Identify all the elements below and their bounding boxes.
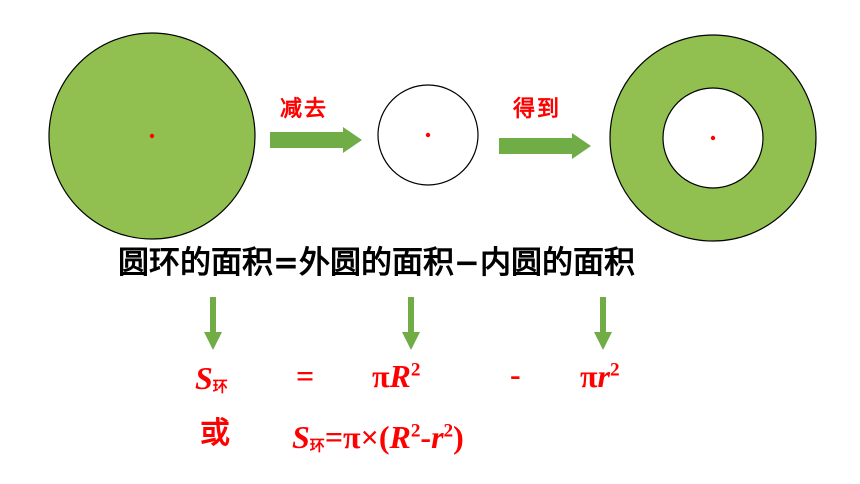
inner-circle-center xyxy=(425,132,431,138)
alt-close: ) xyxy=(453,419,464,455)
small-r: r xyxy=(431,419,444,455)
down-arrow-icon-ring xyxy=(204,297,222,350)
exponent: 2 xyxy=(609,359,620,381)
inner-area-term: πr2 xyxy=(580,360,620,392)
exponent: 2 xyxy=(410,420,421,442)
result-arrow-icon xyxy=(499,133,591,159)
alt-formula: S环=π×(R2-r2) xyxy=(292,421,464,453)
alt-times-open: =π×( xyxy=(324,419,390,455)
outer-circle-center xyxy=(149,133,155,139)
subtract-label: 减去 xyxy=(280,97,329,122)
down-arrow-icon-inner xyxy=(594,297,612,350)
s-subscript: 环 xyxy=(212,377,228,396)
pi-symbol: π xyxy=(580,358,598,394)
s-symbol: S xyxy=(292,419,310,455)
alt-minus: - xyxy=(420,419,432,455)
exponent: 2 xyxy=(443,420,454,442)
subtract-arrow-icon xyxy=(270,127,362,153)
pi-symbol: π xyxy=(372,358,390,394)
big-r: R xyxy=(389,358,411,394)
down-arrow-icon-outer xyxy=(402,297,420,350)
ring-area-symbol: S环 xyxy=(195,362,228,394)
exponent: 2 xyxy=(410,359,421,381)
word-equation: 圆环的面积=外圆的面积−内圆的面积 xyxy=(118,245,635,281)
or-word: 或 xyxy=(200,416,230,451)
outer-area-term: πR2 xyxy=(372,360,420,392)
ring-center xyxy=(710,135,716,141)
s-symbol: S xyxy=(195,360,213,396)
s-subscript: 环 xyxy=(309,436,325,455)
result-label: 得到 xyxy=(513,97,562,122)
big-r: R xyxy=(389,419,411,455)
small-r: r xyxy=(597,358,610,394)
equals-sign: = xyxy=(296,358,315,394)
minus-sign: - xyxy=(510,356,521,392)
